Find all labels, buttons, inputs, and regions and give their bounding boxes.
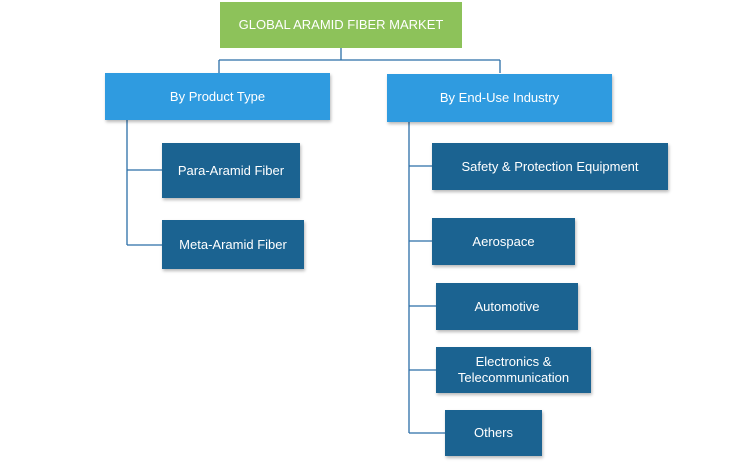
leaf-label: Others xyxy=(473,425,513,440)
leaf-label: Electronics & Telecommunication xyxy=(457,354,570,385)
leaf-label: Automotive xyxy=(474,298,540,314)
category-end-use-label: By End-Use Industry xyxy=(439,90,560,105)
leaf-safety-protection-equipment: Safety & Protection Equipment xyxy=(432,143,668,190)
category-product-type-label: By Product Type xyxy=(169,88,266,104)
root-node: GLOBAL ARAMID FIBER MARKET xyxy=(220,2,462,48)
leaf-para-aramid-fiber: Para-Aramid Fiber xyxy=(162,143,300,198)
leaf-aerospace: Aerospace xyxy=(432,218,575,265)
leaf-meta-aramid-fiber: Meta-Aramid Fiber xyxy=(162,220,304,269)
category-product-type: By Product Type xyxy=(105,73,330,120)
leaf-label: Safety & Protection Equipment xyxy=(461,158,639,174)
leaf-automotive: Automotive xyxy=(436,283,578,330)
root-label: GLOBAL ARAMID FIBER MARKET xyxy=(238,17,444,32)
leaf-label: Aerospace xyxy=(472,233,535,249)
leaf-label: Para-Aramid Fiber xyxy=(177,162,285,178)
leaf-electronics-telecommunication: Electronics & Telecommunication xyxy=(436,347,591,393)
category-end-use-industry: By End-Use Industry xyxy=(387,74,612,122)
leaf-label: Meta-Aramid Fiber xyxy=(179,236,287,252)
leaf-others: Others xyxy=(445,410,542,456)
